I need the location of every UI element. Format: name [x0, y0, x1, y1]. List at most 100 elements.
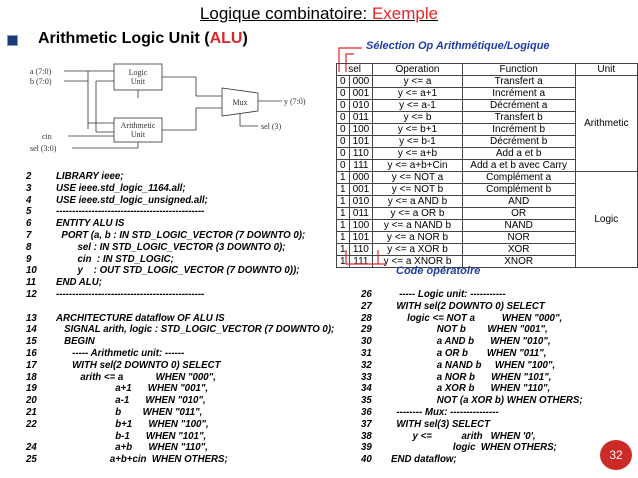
- line-text: a NAND b WHEN "100",: [391, 359, 556, 371]
- cell-function: Décrément b: [461, 135, 576, 148]
- line-text: a NOR b WHEN "101",: [391, 371, 552, 383]
- cell-operation: y <= b: [372, 111, 463, 124]
- line-text: WITH sel(3) SELECT: [391, 418, 491, 430]
- cell-sel-code: 001: [348, 87, 374, 100]
- cell-function: Add a et b: [461, 147, 576, 160]
- cell-function: OR: [461, 207, 576, 220]
- cell-sel-code: 011: [348, 207, 374, 220]
- line-number: 7: [26, 229, 32, 241]
- line-number: 20: [26, 395, 37, 407]
- line-number: 25: [26, 454, 37, 466]
- line-text: PORT (a, b : IN STD_LOGIC_VECTOR (7 DOWN…: [56, 229, 306, 241]
- page-number-badge: 32: [600, 440, 632, 470]
- cell-operation: y <= NOT b: [372, 183, 463, 196]
- code-line: 20 a-1 WHEN "010",: [26, 395, 334, 407]
- code-line: 32 a NAND b WHEN "100",: [361, 360, 583, 372]
- line-number: 18: [26, 371, 37, 383]
- cell-sel-bit: 0: [336, 159, 350, 172]
- header-sel: sel: [335, 63, 374, 76]
- line-number: 29: [361, 324, 372, 336]
- line-text: y <= arith WHEN '0',: [391, 430, 536, 442]
- line-number: 33: [361, 371, 372, 383]
- line-number: 26: [361, 289, 372, 300]
- line-number: 8: [26, 241, 32, 253]
- cell-sel-bit: 1: [336, 207, 350, 220]
- cell-sel-code: 111: [348, 159, 374, 172]
- line-number: 36: [361, 406, 372, 418]
- line-number: 3: [26, 182, 32, 194]
- cell-operation: y <= NOT a: [372, 171, 463, 184]
- cell-sel-bit: 0: [336, 99, 350, 112]
- cell-function: Complément a: [461, 171, 576, 184]
- code-line: b-1 WHEN "101",: [26, 431, 334, 443]
- code-line: 7 PORT (a, b : IN STD_LOGIC_VECTOR (7 DO…: [26, 230, 334, 242]
- alu-block-diagram: a (7:0) b (7:0) Logic Unit Arithmetic Un…: [30, 63, 306, 153]
- line-text: ARCHITECTURE dataflow OF ALU IS: [56, 312, 225, 324]
- code-line: 31 a OR b WHEN "011",: [361, 348, 583, 360]
- cell-sel-bit: 0: [336, 123, 350, 136]
- cell-sel-code: 101: [348, 231, 374, 244]
- code-line: 10 y : OUT STD_LOGIC_VECTOR (7 DOWNTO 0)…: [26, 265, 334, 277]
- cell-function: Décrément a: [461, 99, 576, 112]
- sel-op-annotation: Sélection Op Arithmétique/Logique: [366, 40, 550, 52]
- line-number: 32: [361, 359, 372, 371]
- line-text: ----- Logic unit: -----------: [391, 289, 506, 300]
- line-number: 22: [26, 418, 37, 430]
- cin-label: cin: [42, 132, 52, 141]
- cell-operation: y <= a OR b: [372, 207, 463, 220]
- cell-function: Add a et b avec Carry: [461, 159, 576, 172]
- code-line: 34 a XOR b WHEN "110",: [361, 383, 583, 395]
- line-number: 39: [361, 442, 372, 454]
- header-operation: Operation: [372, 63, 463, 76]
- line-text: ----------------------------------------…: [56, 206, 205, 218]
- line-number: 6: [26, 218, 32, 230]
- line-text: ----- Arithmetic unit: ------: [56, 347, 185, 359]
- header-unit: Unit: [574, 63, 638, 76]
- line-text: -------- Mux: ---------------: [391, 406, 499, 418]
- line-number: 15: [26, 336, 37, 348]
- line-text: a+b+cin WHEN OTHERS;: [56, 454, 228, 466]
- line-number: 38: [361, 430, 372, 442]
- line-number: 11: [26, 277, 37, 289]
- code-line: 24 a+b WHEN "110",: [26, 442, 334, 454]
- cell-function: NAND: [461, 219, 576, 232]
- line-text: a+1 WHEN "001",: [56, 383, 209, 395]
- cell-sel-bit: 0: [336, 135, 350, 148]
- line-number: 12: [26, 288, 37, 300]
- line-text: END dataflow;: [391, 454, 457, 466]
- subtitle-accent: ALU: [209, 30, 243, 47]
- code-line: 22 b+1 WHEN "100",: [26, 419, 334, 431]
- line-number: 31: [361, 347, 372, 359]
- line-number: 17: [26, 359, 37, 371]
- code-line: 30 a AND b WHEN "010",: [361, 336, 583, 348]
- line-number: 4: [26, 194, 32, 206]
- cell-operation: y <= a AND b: [372, 195, 463, 208]
- cell-function: Transfert a: [461, 75, 576, 88]
- subtitle-prefix: Arithmetic Logic Unit (: [38, 30, 210, 47]
- cell-sel-code: 100: [348, 123, 374, 136]
- line-number: 9: [26, 253, 32, 265]
- line-text: b WHEN "011",: [56, 406, 203, 418]
- cell-sel-code: 011: [348, 111, 374, 124]
- arith-unit-label-1: Arithmetic: [121, 121, 156, 130]
- line-text: LIBRARY ieee;: [56, 171, 124, 182]
- cell-function: Incrément b: [461, 123, 576, 136]
- line-number: 2: [26, 171, 32, 182]
- bullet-square-icon: [7, 35, 18, 46]
- cell-sel-bit: 0: [336, 147, 350, 160]
- cell-operation: y <= a NOR b: [372, 231, 463, 244]
- cell-sel-bit: 0: [336, 87, 350, 100]
- unit-logic: Logic: [574, 171, 638, 268]
- line-number: 19: [26, 383, 37, 395]
- cell-sel-bit: 1: [336, 171, 350, 184]
- code-line: 19 a+1 WHEN "001",: [26, 383, 334, 395]
